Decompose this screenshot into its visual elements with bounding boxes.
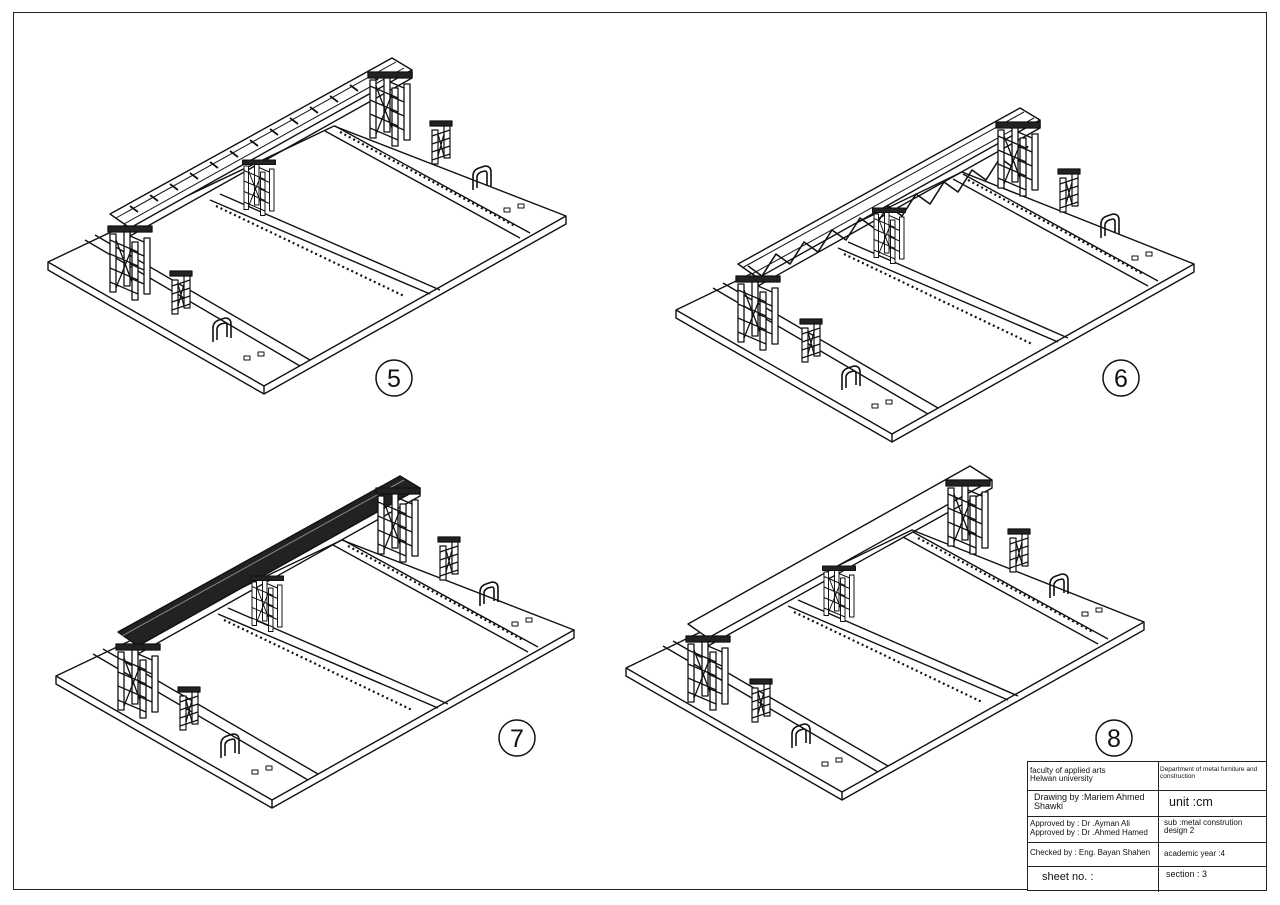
sheet-border: [13, 12, 1267, 890]
view-5-number: 5: [387, 365, 401, 393]
view-7-number-circle: [498, 719, 536, 757]
view-7-number: 7: [510, 725, 524, 753]
title-block-rule: [1028, 842, 1266, 843]
view-8-number: 8: [1107, 725, 1121, 753]
view-7: 7: [55, 475, 575, 809]
view-8: 8: [625, 465, 1145, 801]
title-block: faculty of applied arts Helwan universit…: [1027, 761, 1267, 892]
view-5-track-1: [84, 234, 311, 367]
approved-by-2: Approved by : Dr .Ahmed Hamed: [1030, 828, 1148, 837]
title-block-divider: [1158, 762, 1159, 892]
approved-by-1: Approved by : Dr .Ayman Ali: [1030, 819, 1130, 828]
view-5-number-circle: [375, 359, 413, 397]
faculty-label: faculty of applied arts Helwan universit…: [1030, 766, 1106, 784]
drawing-by-label: Drawing by :Mariem Ahmed Shawki: [1034, 792, 1145, 812]
view-6: 6: [675, 107, 1195, 443]
subject-label: sub :metal constrution design 2: [1164, 818, 1243, 836]
view-6-number: 6: [1114, 365, 1128, 393]
view-6-number-circle: [1102, 359, 1140, 397]
view-5-track-2: [209, 193, 441, 295]
academic-year-label: academic year :4: [1164, 849, 1225, 858]
title-block-rule: [1028, 816, 1266, 817]
title-block-rule: [1028, 790, 1266, 791]
view-5-track-3: [324, 125, 531, 239]
view-5: 5: [47, 57, 567, 397]
sheet-no-label: sheet no. :: [1042, 871, 1094, 883]
view-8-number-circle: [1095, 719, 1133, 757]
title-block-rule: [1028, 866, 1266, 867]
department-label: Department of metal furniture and constr…: [1160, 766, 1258, 780]
unit-label: unit :cm: [1169, 795, 1213, 809]
section-label: section : 3: [1166, 869, 1208, 879]
checked-by-label: Checked by : Eng. Bayan Shahen: [1030, 848, 1151, 857]
